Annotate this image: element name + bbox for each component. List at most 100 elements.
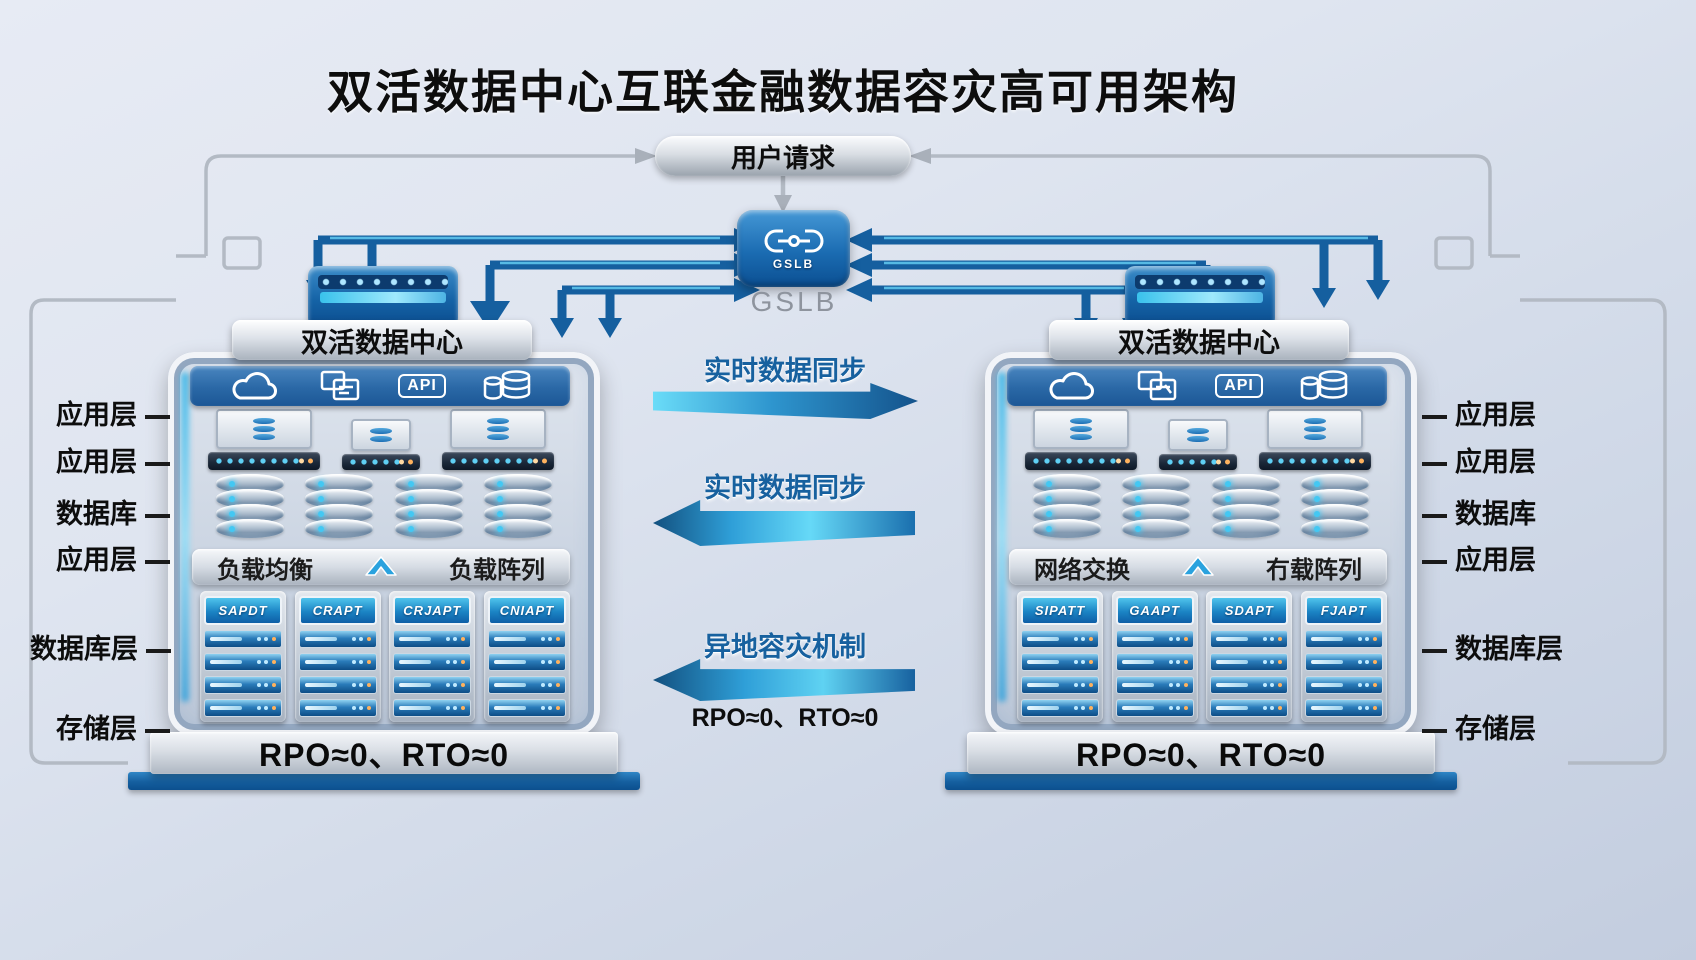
rack-unit xyxy=(393,630,472,648)
panel-glow xyxy=(998,372,1006,702)
dc-header: 双活数据中心 xyxy=(232,320,532,360)
database-cylinder-icon xyxy=(305,474,374,538)
rack-unit xyxy=(298,653,377,671)
rack-unit xyxy=(393,676,472,694)
rack-unit xyxy=(1115,699,1194,717)
rack-unit xyxy=(1115,653,1194,671)
rack-unit xyxy=(298,676,377,694)
server-card xyxy=(1259,409,1371,470)
tick-line xyxy=(1422,514,1447,518)
monitor-icon xyxy=(351,419,411,451)
server-rack: CRJAPT xyxy=(389,591,476,722)
layer-label: 数据库层 xyxy=(1422,633,1592,665)
database-icon xyxy=(1300,370,1348,400)
rack-label: CRAPT xyxy=(298,596,377,625)
load-bar-right-label: 冇载阵列 xyxy=(1266,556,1362,584)
database-cylinder-icon xyxy=(1300,474,1369,538)
rack-unit xyxy=(1210,699,1289,717)
tick-line xyxy=(145,514,170,518)
database-cylinder-icon xyxy=(216,474,284,538)
tick-line xyxy=(146,649,171,653)
monitor-icon xyxy=(216,409,312,449)
tick-line xyxy=(145,729,170,733)
tick-line xyxy=(1422,649,1447,653)
rack-row: SIPATT GAAPT SDAPT FJAPT xyxy=(1017,591,1387,722)
rack-label: SIPATT xyxy=(1021,596,1099,625)
monitor-icon xyxy=(450,409,546,449)
rack-unit xyxy=(393,699,472,717)
rack-unit xyxy=(1210,653,1289,671)
rack-unit xyxy=(204,699,282,717)
database-row xyxy=(1033,474,1369,538)
rack-unit xyxy=(1021,699,1099,717)
rack-unit xyxy=(1304,699,1383,717)
server-card xyxy=(442,409,554,470)
rack-server-icon xyxy=(342,454,420,470)
router-stripe xyxy=(1137,292,1263,303)
layer-label: 存储层 xyxy=(1422,713,1592,745)
layer-label: 应用层 xyxy=(1422,446,1592,478)
metrics-plate: RPO≈0、RTO≈0 xyxy=(150,732,618,774)
server-rack: SIPATT xyxy=(1017,591,1103,722)
database-cylinder-icon xyxy=(1211,474,1280,538)
server-rack: FJAPT xyxy=(1300,591,1387,722)
server-rack: SDAPT xyxy=(1206,591,1293,722)
tick-line xyxy=(145,415,170,419)
gslb-box-label: GSLB xyxy=(772,256,815,271)
rack-unit xyxy=(1304,630,1383,648)
monitor-icon xyxy=(1033,409,1129,449)
rack-unit xyxy=(487,699,566,717)
rack-label: CNIAPT xyxy=(487,596,566,625)
load-bar-left-label: 负载均衡 xyxy=(217,556,313,584)
rack-unit xyxy=(204,630,282,648)
layer-label: 应用层 xyxy=(30,446,170,478)
db-glyph-icon xyxy=(1187,428,1209,442)
rack-unit xyxy=(1021,676,1099,694)
rack-server-icon xyxy=(1159,454,1237,470)
server-card xyxy=(1025,409,1137,470)
tick-line xyxy=(145,560,170,564)
server-card xyxy=(208,409,320,470)
base-band xyxy=(945,772,1457,790)
rack-label: SDAPT xyxy=(1210,596,1289,625)
up-arrow-icon xyxy=(365,556,397,576)
rack-unit xyxy=(1210,630,1289,648)
layer-label: 存储层 xyxy=(30,713,170,745)
base-band xyxy=(128,772,640,790)
layer-label: 应用层 xyxy=(30,544,170,576)
rack-unit xyxy=(1210,676,1289,694)
gslb-chain-icon xyxy=(764,229,823,252)
metrics-plate: RPO≈0、RTO≈0 xyxy=(967,732,1435,774)
api-icon-label: API xyxy=(407,377,437,394)
dc-header: 双活数据中心 xyxy=(1049,320,1349,360)
router-stripe xyxy=(320,292,446,303)
rack-unit xyxy=(487,676,566,694)
tick-line xyxy=(145,462,170,466)
cloud-icon xyxy=(1049,372,1095,400)
router-led-row xyxy=(1135,275,1265,289)
api-icon: API xyxy=(398,374,446,398)
monitor-icon xyxy=(1168,419,1228,451)
cloud-icon xyxy=(232,372,278,400)
tick-line xyxy=(1422,560,1447,564)
database-cylinder-icon xyxy=(483,474,552,538)
tick-line xyxy=(1422,462,1447,466)
database-cylinder-icon xyxy=(1033,474,1101,538)
layer-label: 数据库层 xyxy=(30,633,171,665)
rack-unit xyxy=(393,653,472,671)
rack-unit xyxy=(1115,630,1194,648)
layer-label: 应用层 xyxy=(1422,544,1592,576)
server-rack: GAAPT xyxy=(1111,591,1198,722)
rack-server-icon xyxy=(442,452,554,470)
rack-server-icon xyxy=(208,452,320,470)
rack-unit xyxy=(298,699,377,717)
layer-label: 数据库 xyxy=(30,498,170,530)
panel-glow xyxy=(181,372,189,702)
database-icon xyxy=(483,370,531,400)
dr-arrow-left-icon xyxy=(653,659,915,701)
rack-unit xyxy=(204,676,282,694)
rack-label: CRJAPT xyxy=(393,596,472,625)
page-title: 双活数据中心互联金融数据容灾高可用架构 xyxy=(327,66,1239,118)
rack-server-icon xyxy=(1259,452,1371,470)
documents-icon xyxy=(320,370,360,401)
